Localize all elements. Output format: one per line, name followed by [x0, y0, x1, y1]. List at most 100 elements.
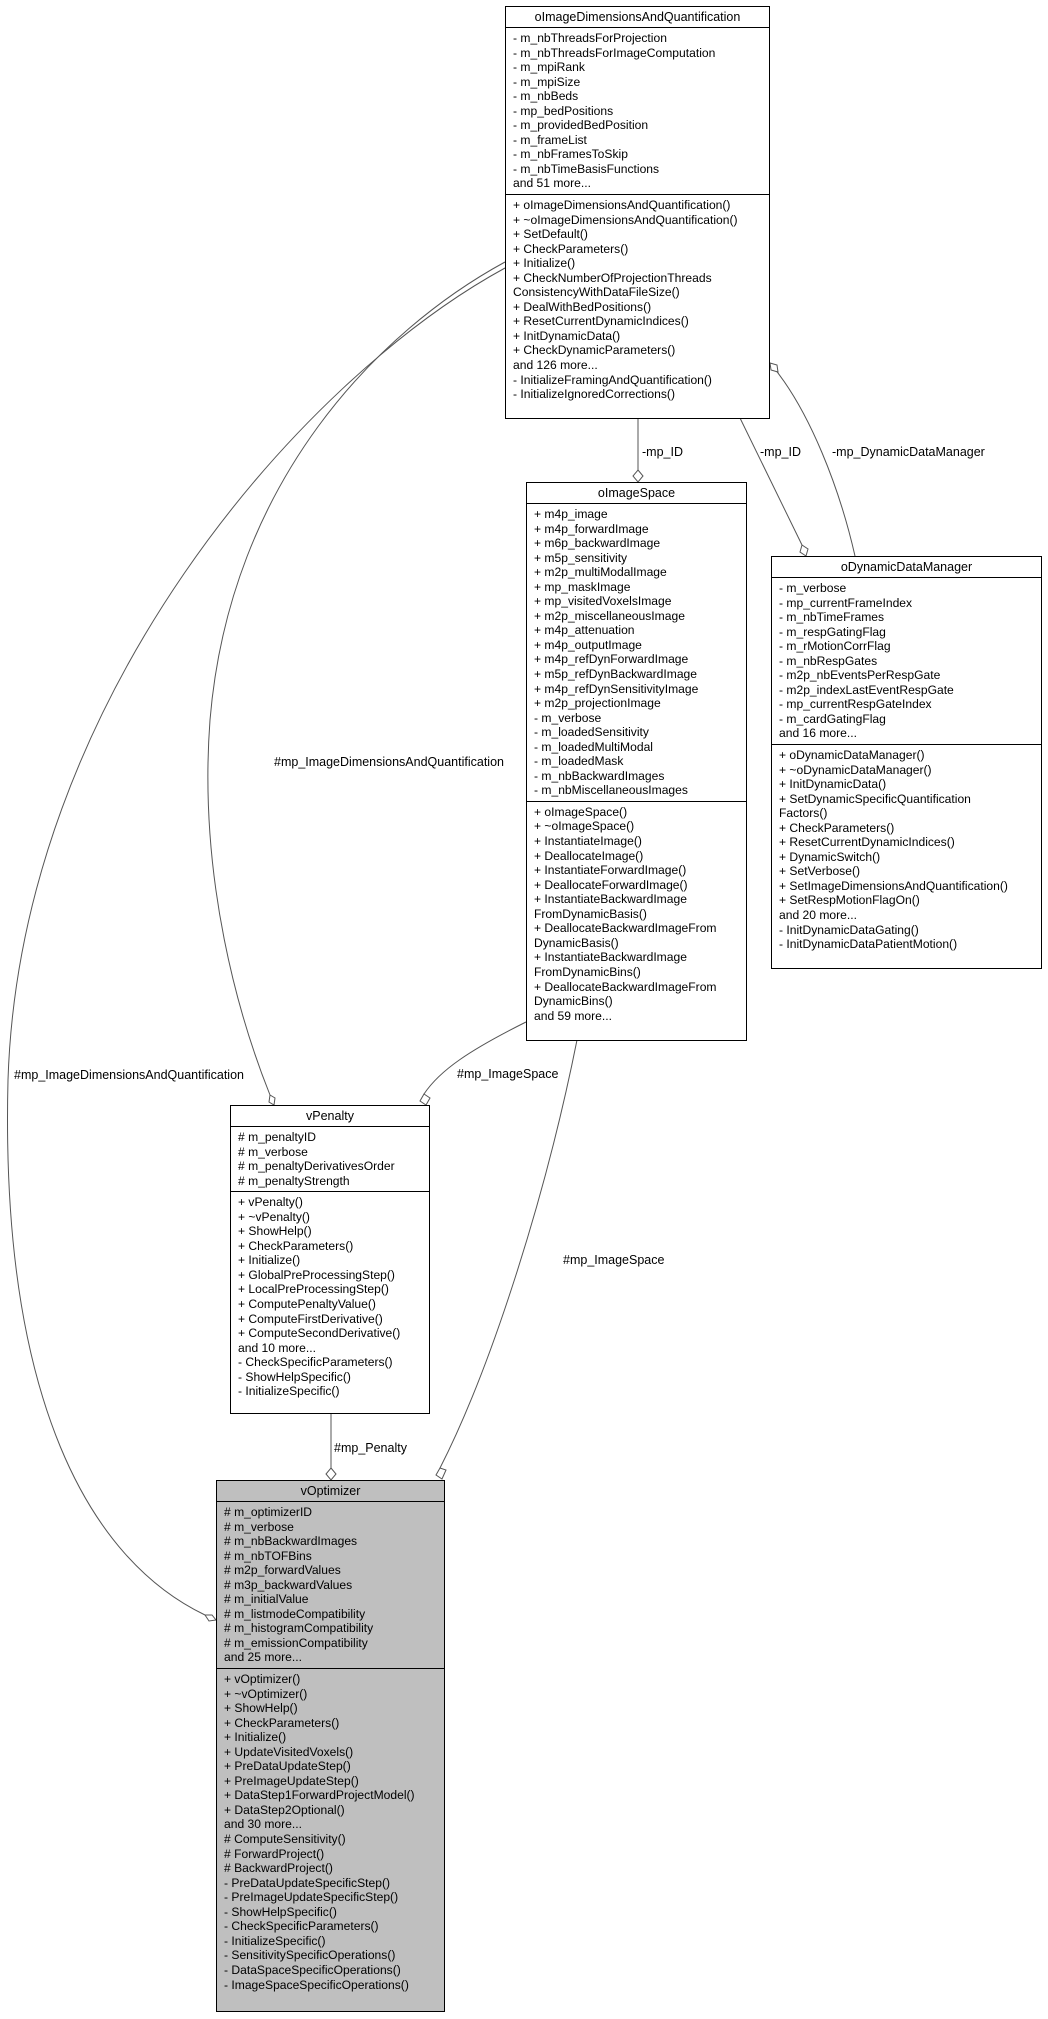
- member: FromDynamicBasis(): [534, 906, 647, 921]
- member: FromDynamicBins(): [534, 964, 641, 979]
- member: + ComputePenaltyValue(): [238, 1297, 376, 1312]
- member: Factors(): [779, 806, 828, 821]
- member: + InitDynamicData(): [779, 777, 887, 792]
- member: + SetRespMotionFlagOn(): [779, 893, 920, 908]
- member: + m4p_refDynForwardImage: [534, 652, 689, 667]
- member: - m_rMotionCorrFlag: [779, 639, 891, 654]
- diamond-penalty-right: [419, 1093, 431, 1106]
- member: - m_frameList: [513, 132, 587, 147]
- member: + InstantiateBackwardImage: [534, 950, 687, 965]
- member: + oImageSpace(): [534, 804, 628, 819]
- diamond-penalty-left: [268, 1094, 276, 1106]
- member: and 16 more...: [779, 726, 857, 741]
- member: + DeallocateBackwardImageFrom: [534, 921, 717, 936]
- member: + DataStep1ForwardProjectModel(): [224, 1788, 415, 1803]
- member: - ShowHelpSpecific(): [238, 1369, 351, 1384]
- member: + oDynamicDataManager(): [779, 748, 925, 763]
- member: + PreImageUpdateStep(): [224, 1773, 359, 1788]
- diamond-optimizer-right: [435, 1467, 447, 1480]
- member: + DynamicSwitch(): [779, 849, 881, 864]
- class-box-v-penalty[interactable]: vPenalty # m_penaltyID # m_verbose # m_p…: [230, 1105, 430, 1414]
- member: + ~oImageDimensionsAndQuantification(): [513, 212, 738, 227]
- edge-dims-to-optimizer: [7, 267, 506, 1616]
- member: - PreDataUpdateSpecificStep(): [224, 1875, 391, 1890]
- member: - m_nbThreadsForImageComputation: [513, 45, 716, 60]
- member: + m6p_backwardImage: [534, 536, 661, 551]
- member: + PreDataUpdateStep(): [224, 1759, 351, 1774]
- member: + m2p_multiModalImage: [534, 565, 667, 580]
- edge-imgspace-to-penalty: [423, 1021, 527, 1095]
- member: + CheckParameters(): [224, 1715, 340, 1730]
- edge-label-imgspace-penalty: #mp_ImageSpace: [457, 1067, 559, 1081]
- member: + ~oDynamicDataManager(): [779, 762, 932, 777]
- member: - m_nbFramesToSkip: [513, 147, 628, 162]
- edge-label-dims-dynmgr: -mp_ID: [760, 445, 801, 459]
- member: - m_providedBedPosition: [513, 118, 649, 133]
- edge-imgspace-to-optimizer: [439, 1039, 578, 1469]
- class-box-dynamic-data-manager[interactable]: oDynamicDataManager - m_verbose - mp_cur…: [771, 556, 1042, 969]
- member: + ResetCurrentDynamicIndices(): [779, 835, 955, 850]
- member: - m_cardGatingFlag: [779, 711, 886, 726]
- diamond-optimizer-left: [204, 1614, 217, 1622]
- diamond-dynmgr: [799, 544, 809, 557]
- edge-label-dims-imgspace: -mp_ID: [642, 445, 683, 459]
- member: + m4p_forwardImage: [534, 521, 649, 536]
- member: and 51 more...: [513, 176, 591, 191]
- member: - m_nbTimeFrames: [779, 610, 885, 625]
- member: - CheckSpecificParameters(): [238, 1355, 393, 1370]
- member: + ComputeFirstDerivative(): [238, 1311, 383, 1326]
- member: + ShowHelp(): [224, 1701, 298, 1716]
- member: + SetDefault(): [513, 227, 588, 242]
- member: + LocalPreProcessingStep(): [238, 1282, 389, 1297]
- member: - ImageSpaceSpecificOperations(): [224, 1977, 409, 1992]
- class-title: vPenalty: [231, 1106, 429, 1127]
- member: + ShowHelp(): [238, 1224, 312, 1239]
- member: # m_nbTOFBins: [224, 1548, 312, 1563]
- edge-dims-to-penalty: [207, 261, 506, 1096]
- attribute-list: - m_nbThreadsForProjection - m_nbThreads…: [506, 28, 769, 194]
- member: and 126 more...: [513, 358, 598, 373]
- member: # m_emissionCompatibility: [224, 1635, 368, 1650]
- member: + GlobalPreProcessingStep(): [238, 1267, 395, 1282]
- edge-label-penalty-optimizer: #mp_Penalty: [334, 1441, 407, 1455]
- class-box-image-dimensions[interactable]: oImageDimensionsAndQuantification - m_nb…: [505, 6, 770, 419]
- member: - m_loadedMask: [534, 754, 624, 769]
- attribute-list: # m_penaltyID # m_verbose # m_penaltyDer…: [231, 1127, 429, 1191]
- class-box-image-space[interactable]: oImageSpace + m4p_image + m4p_forwardIma…: [526, 482, 747, 1041]
- member: + SetImageDimensionsAndQuantification(): [779, 878, 1008, 893]
- method-list: + oImageDimensionsAndQuantification() + …: [506, 194, 769, 405]
- attribute-list: - m_verbose - mp_currentFrameIndex - m_n…: [772, 578, 1041, 744]
- member: # ForwardProject(): [224, 1846, 325, 1861]
- member: + CheckParameters(): [513, 241, 629, 256]
- diamond-optimizer-top: [325, 1467, 337, 1481]
- member: - m_loadedMultiModal: [534, 739, 653, 754]
- member: # m_listmodeCompatibility: [224, 1606, 366, 1621]
- member: # BackwardProject(): [224, 1861, 333, 1876]
- member: + ~oImageSpace(): [534, 819, 635, 834]
- member: + InitDynamicData(): [513, 328, 621, 343]
- method-list: + vOptimizer() + ~vOptimizer() + ShowHel…: [217, 1668, 444, 1995]
- member: + m4p_attenuation: [534, 623, 635, 638]
- member: + InstantiateBackwardImage: [534, 892, 687, 907]
- member: + m2p_miscellaneousImage: [534, 608, 685, 623]
- member: + CheckNumberOfProjectionThreads: [513, 270, 712, 285]
- member: - m_mpiSize: [513, 74, 581, 89]
- class-title: oImageSpace: [527, 483, 746, 504]
- member: - InitDynamicDataGating(): [779, 922, 919, 937]
- class-title: oDynamicDataManager: [772, 557, 1041, 578]
- member: - InitDynamicDataPatientMotion(): [779, 937, 958, 952]
- member: + vOptimizer(): [224, 1672, 301, 1687]
- member: + Initialize(): [238, 1253, 301, 1268]
- member: + vPenalty(): [238, 1195, 303, 1210]
- member: + UpdateVisitedVoxels(): [224, 1744, 354, 1759]
- member: - InitializeIgnoredCorrections(): [513, 387, 675, 402]
- class-box-v-optimizer[interactable]: vOptimizer # m_optimizerID # m_verbose #…: [216, 1480, 445, 2012]
- member: - m_loadedSensitivity: [534, 725, 649, 740]
- member: - m_nbRespGates: [779, 653, 878, 668]
- diamond-dims-dynmgr: [769, 362, 779, 373]
- member: - InitializeSpecific(): [238, 1384, 340, 1399]
- member: + DeallocateBackwardImageFrom: [534, 979, 717, 994]
- member: - mp_currentFrameIndex: [779, 595, 913, 610]
- edge-label-dims-optimizer: #mp_ImageDimensionsAndQuantification: [14, 1068, 244, 1082]
- diamond-imgspace: [632, 469, 644, 483]
